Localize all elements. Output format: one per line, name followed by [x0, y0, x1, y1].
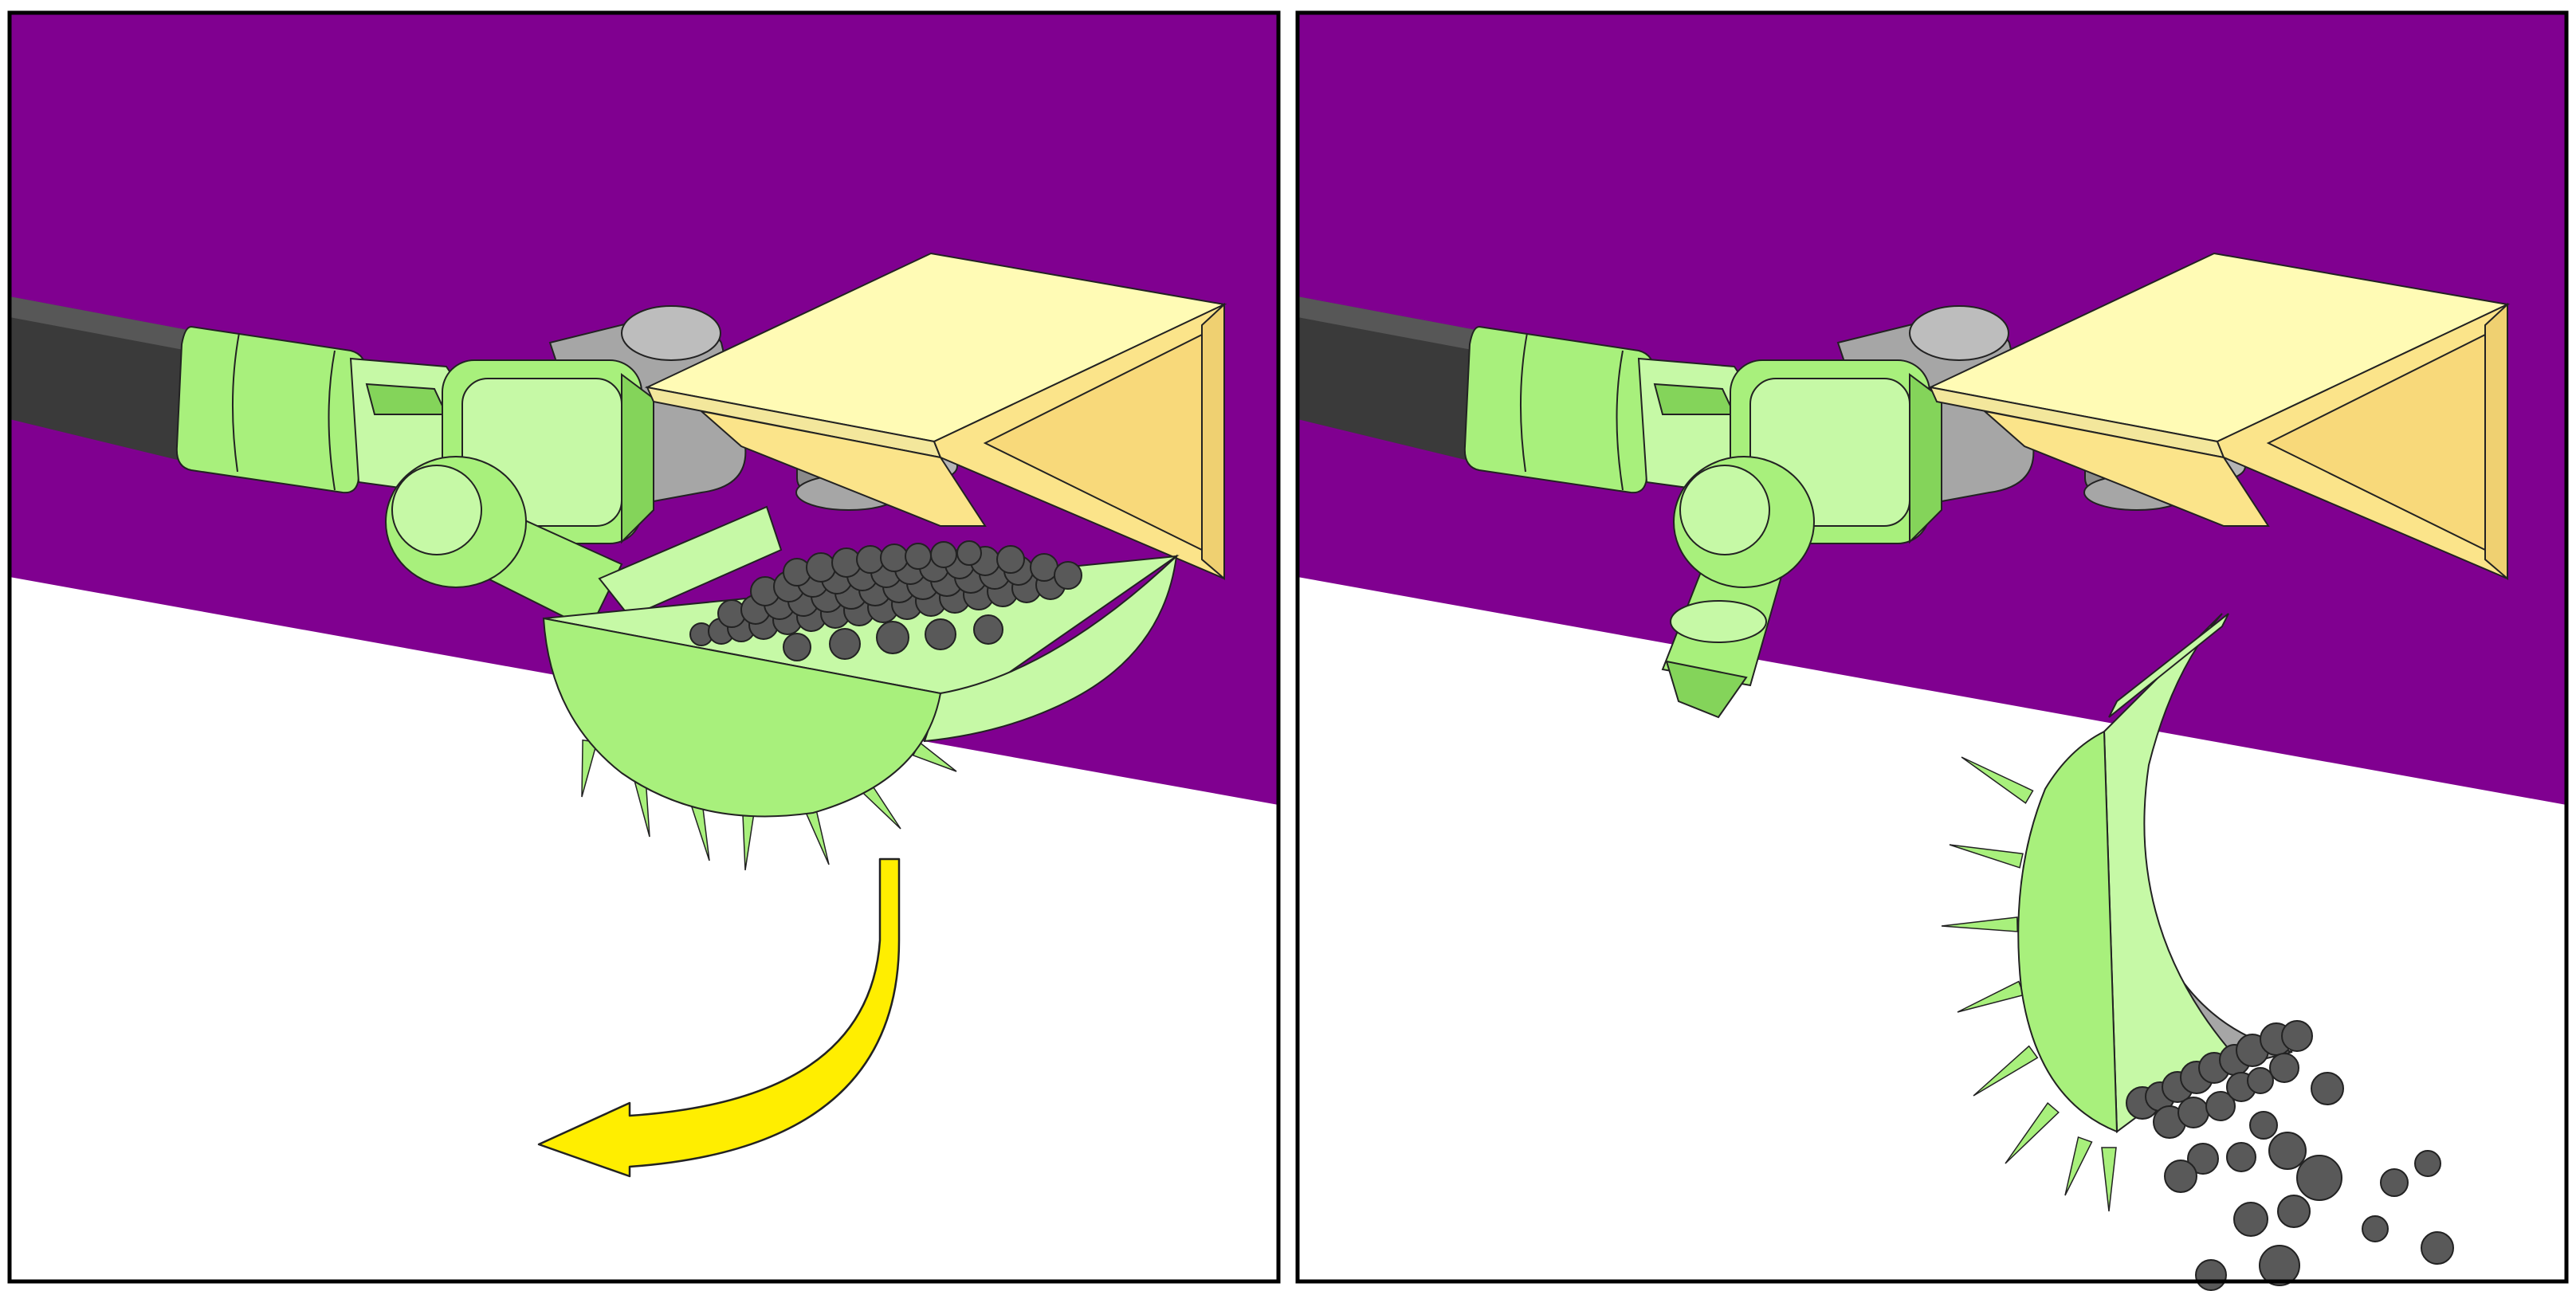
left-elbow-face: [392, 465, 481, 555]
left-pellet-45: [857, 546, 884, 573]
left-pellet-50: [877, 622, 909, 653]
left-pellet-41: [997, 546, 1024, 573]
right-pellet-18: [2227, 1143, 2256, 1171]
right-pellet-16: [2250, 1112, 2277, 1139]
right-pellet-20: [2297, 1156, 2342, 1200]
right-pellet-8: [2282, 1021, 2312, 1051]
right-pellet-21: [2165, 1160, 2197, 1192]
panel-before: [0, 0, 1288, 1291]
right-pellet-27: [2421, 1232, 2453, 1264]
right-pellet-22: [2234, 1203, 2268, 1236]
right-rod-collar: [1465, 327, 1655, 492]
left-rod-collar: [177, 327, 367, 492]
right-pellet-10: [2178, 1097, 2209, 1128]
left-motor-cap: [622, 306, 721, 360]
left-pellet-54: [974, 615, 1003, 644]
right-pellet-25: [2415, 1151, 2441, 1176]
left-bracket-rib: [1202, 304, 1224, 579]
left-pellet-30: [1054, 562, 1082, 589]
left-connector-notch: [367, 384, 446, 414]
left-pellet-42: [783, 559, 811, 586]
right-motor-cap: [1910, 306, 2009, 360]
left-pellet-48: [931, 542, 956, 567]
left-pellet-43: [807, 553, 835, 582]
panel-after-drawing: [1288, 0, 2576, 1291]
right-pellet-13: [2248, 1068, 2273, 1093]
right-forearm-ring: [1671, 601, 1766, 642]
left-pellet-29: [1031, 554, 1058, 581]
right-pellet-24: [2381, 1169, 2408, 1196]
right-connector-notch: [1655, 384, 1734, 414]
right-pellet-26: [2362, 1216, 2388, 1242]
right-pellet-23: [2278, 1195, 2310, 1227]
panel-before-drawing: [0, 0, 1288, 1291]
left-pellet-49: [957, 541, 981, 565]
left-pellet-46: [881, 544, 908, 571]
panel-after: [1288, 0, 2576, 1291]
right-pellet-14: [2270, 1054, 2299, 1082]
left-pellet-47: [905, 543, 931, 569]
right-elbow-face: [1680, 465, 1769, 555]
right-pellet-15: [2311, 1073, 2343, 1105]
right-pellet-29: [2196, 1260, 2226, 1290]
right-bracket-rib: [2485, 304, 2507, 579]
right-pellet-19: [2269, 1132, 2306, 1169]
left-pellet-51: [830, 629, 860, 659]
left-pellet-52: [783, 634, 811, 661]
left-pellet-53: [925, 619, 956, 649]
